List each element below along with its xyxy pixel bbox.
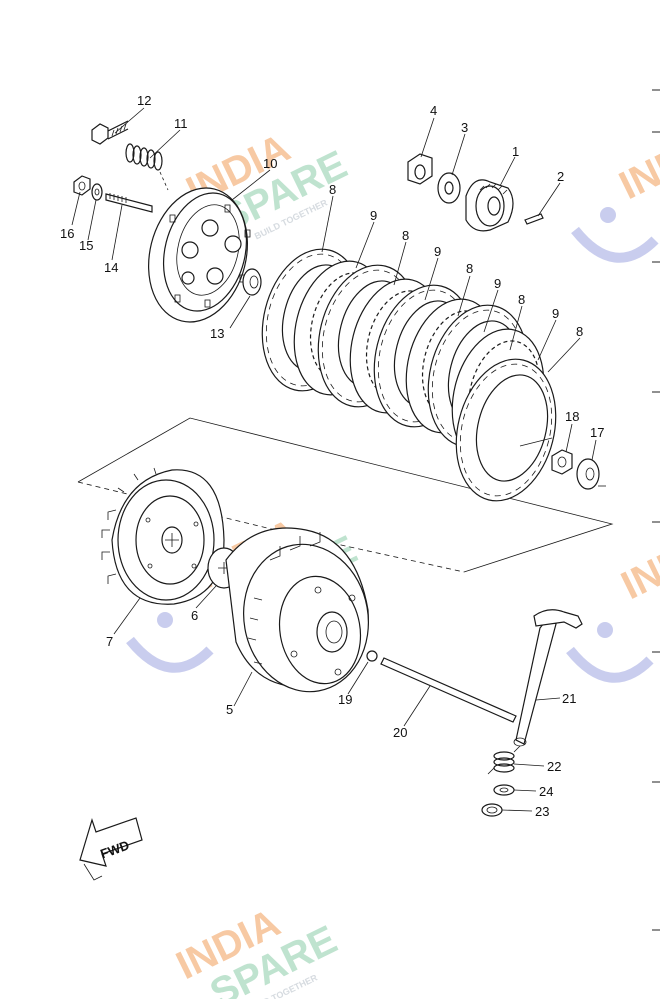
part-label-17: 17 [590,425,604,440]
bolt-12-icon [91,120,129,145]
nut-18-icon [551,449,573,475]
part-label-7: 7 [106,634,113,649]
part-label-9d: 9 [552,306,559,321]
washer-15-icon [91,183,103,201]
part-label-15: 15 [79,238,93,253]
part-label-4: 4 [430,103,437,118]
part-label-8b: 8 [402,228,409,243]
part-label-5: 5 [226,702,233,717]
lock-washer-17-icon [576,458,606,490]
part-label-9b: 9 [434,244,441,259]
washer-24-icon [493,784,515,796]
part-label-6: 6 [191,608,198,623]
push-rod-14-icon [105,193,153,213]
part-label-18: 18 [565,409,579,424]
leader-lines [71,107,597,812]
fwd-arrow-icon: FWD [79,817,143,881]
watermark-logo-icon [126,207,659,683]
part-labels: 1 2 3 4 5 6 7 8 9 8 9 8 9 8 9 8 10 11 12… [60,93,604,819]
oil-seal-23-icon [481,803,503,817]
part-label-3: 3 [461,120,468,135]
part-label-16: 16 [60,226,74,241]
part-label-10: 10 [263,156,277,171]
watermark-india-text: INDIA [615,521,660,608]
part-label-9c: 9 [494,276,501,291]
bearing-13-icon [242,268,262,296]
primary-drive-gear-1-icon [465,179,514,232]
part-label-1: 1 [512,144,519,159]
page-edge-ticks [652,89,660,931]
nut-16-icon [73,175,91,196]
key-2-icon [524,213,544,225]
part-label-22: 22 [547,759,561,774]
spring-22-icon [487,745,521,775]
part-label-23: 23 [535,804,549,819]
spring-11-icon [125,143,169,191]
part-label-11: 11 [174,116,188,131]
ball-19-icon [366,650,378,662]
part-label-19: 19 [338,692,352,707]
push-lever-shaft-21-icon [513,609,583,747]
part-label-13: 13 [210,326,224,341]
push-rod-20-icon [380,657,517,723]
friction-plate-8-icon [455,358,557,502]
clutch-plate-stack [261,248,557,502]
part-label-14: 14 [104,260,118,275]
part-label-8c: 8 [466,261,473,276]
part-label-8d: 8 [518,292,525,307]
part-label-20: 20 [393,725,407,740]
part-label-2: 2 [557,169,564,184]
clutch-housing-5-icon [225,527,369,693]
nut-4-icon [407,153,433,185]
part-label-24: 24 [539,784,553,799]
part-label-8e: 8 [576,324,583,339]
part-label-21: 21 [562,691,576,706]
pressure-plate-10-icon [148,187,251,323]
part-label-9a: 9 [370,208,377,223]
washer-3-icon [437,172,461,204]
watermark-india-text: INDIA [613,121,660,208]
part-label-8a: 8 [329,182,336,197]
clutch-boss-7-icon [101,467,225,605]
part-label-12: 12 [137,93,151,108]
